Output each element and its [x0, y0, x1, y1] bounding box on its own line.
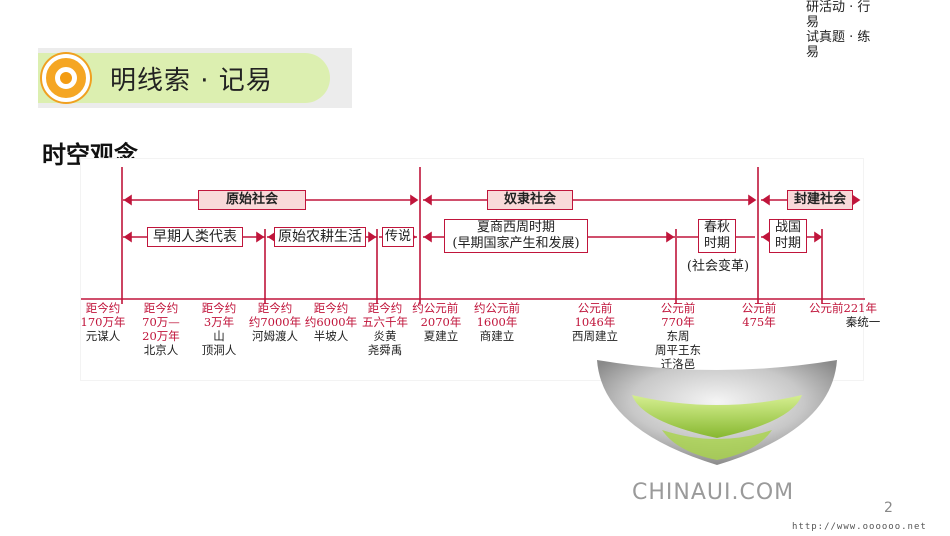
timepoint-event: 西周建立: [572, 329, 618, 343]
banner-title: 明线索 · 记易: [110, 66, 273, 96]
period-farming: 原始农耕生活: [274, 227, 366, 247]
timepoint-event: 北京人: [143, 343, 179, 357]
timepoint-date: 距今约 70万— 20万年: [142, 301, 180, 343]
timepoint-event: 夏建立: [423, 329, 459, 343]
timepoint-event: 东周 周平王东 迁洛邑: [655, 329, 701, 371]
watermark-logo: CHINAUI.COM: [632, 480, 795, 505]
timepoint-date: 公元前 1046年: [574, 301, 616, 329]
timepoint-event: 山 顶洞人: [201, 329, 237, 357]
timepoint-event: 秦统一: [845, 315, 881, 329]
timepoint-event: 河姆渡人: [252, 329, 298, 343]
period-early-humans: 早期人类代表: [147, 227, 243, 247]
timepoint-event: 半坡人: [313, 329, 349, 343]
timepoint-date: 公元前 2070年: [420, 301, 462, 329]
timepoint-date: 距今约 约7000年: [248, 301, 302, 329]
timepoint-date: 公元前 770年: [660, 301, 696, 329]
timepoint-date: 距今约 170万年: [80, 301, 126, 329]
era-primitive: 原始社会: [198, 190, 306, 210]
timepoint-date: 约: [412, 301, 424, 315]
timepoint-date: 距今约 3万年: [201, 301, 237, 329]
decorative-bowl: [597, 360, 837, 465]
page-number: 2: [884, 500, 893, 516]
timepoint-date: 公元前 475年: [741, 301, 777, 329]
era-slavery: 奴隶社会: [487, 190, 573, 210]
nav-link-practice[interactable]: 试真题 · 练 易: [806, 30, 871, 60]
section-banner: 明线索 · 记易: [38, 48, 352, 108]
timeline-diagram: 原始社会 奴隶社会 封建社会 早期人类代表 原始农耕生活 传说 夏商西周时期 (…: [80, 158, 880, 381]
timepoint-event: 元谋人: [85, 329, 121, 343]
footer-url: http://www.oooooo.net: [792, 522, 927, 532]
period-spring-autumn: 春秋 时期: [698, 219, 736, 253]
nav-link-research[interactable]: 研活动 · 行 易: [806, 0, 871, 30]
period-xia-shang-zhou: 夏商西周时期 (早期国家产生和发展): [444, 219, 588, 253]
top-nav-links: 研活动 · 行 易 试真题 · 练 易: [806, 0, 916, 60]
period-legend: 传说: [382, 227, 414, 247]
timepoint-date: 距今约 约6000年: [304, 301, 358, 329]
timepoint-event: 炎黄 尧舜禹: [367, 329, 403, 357]
period-social-change: (社会变革): [686, 259, 750, 274]
timepoint-date: 约公元前 1600年: [474, 301, 520, 329]
timepoint-date: 公元前221年: [809, 301, 877, 315]
timepoint-date: 距今约 五六千年: [362, 301, 408, 329]
period-warring-states: 战国 时期: [769, 219, 807, 253]
target-icon: [42, 54, 90, 102]
timepoint-event: 商建立: [479, 329, 515, 343]
era-feudal: 封建社会: [787, 190, 853, 210]
